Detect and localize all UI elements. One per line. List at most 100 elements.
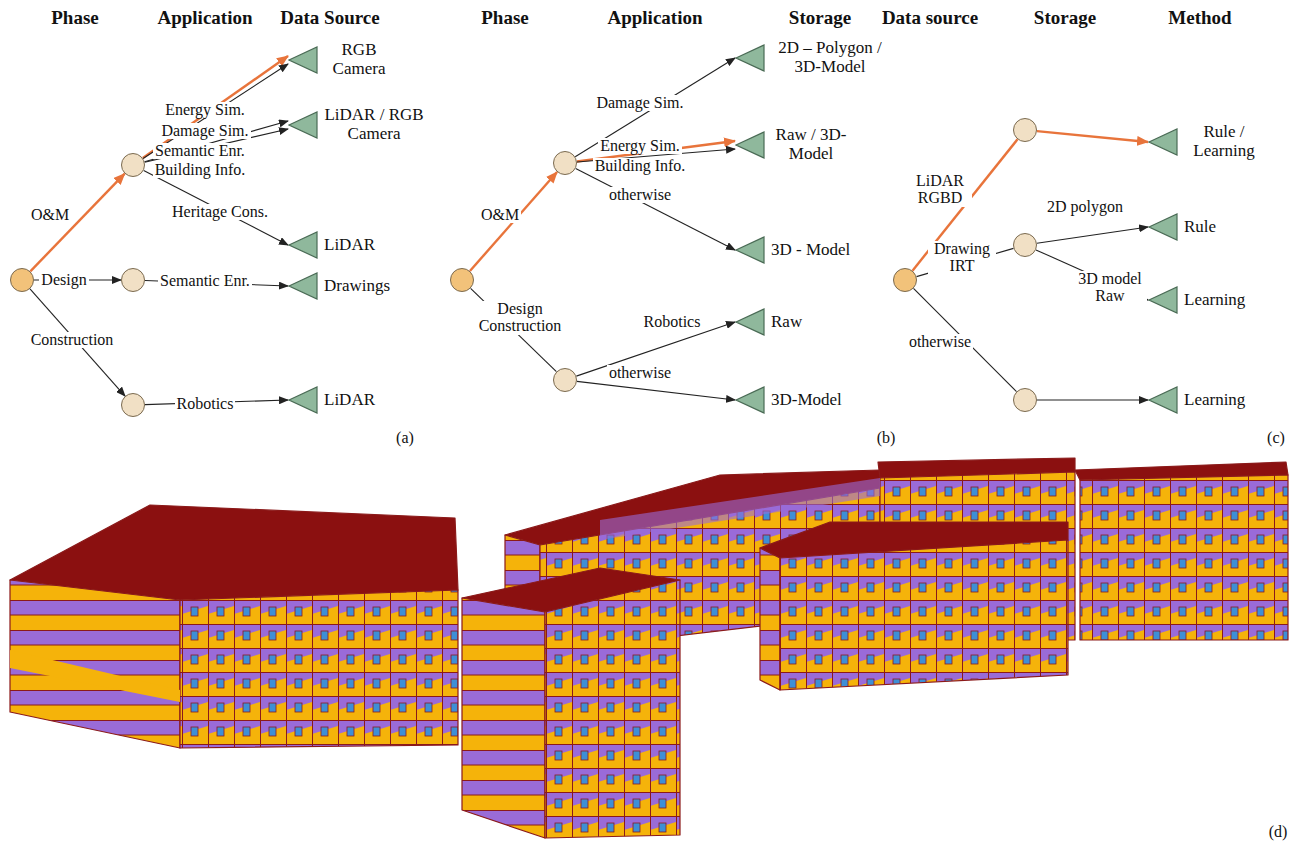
building-face [10, 505, 458, 600]
leaf-label: Raw [771, 313, 802, 332]
leaf-label: 3D - Model [771, 241, 850, 260]
leaf-node: Drawings [288, 272, 390, 300]
decision-node [1013, 388, 1037, 412]
leaf-node: LiDAR / RGB Camera [288, 106, 424, 143]
edge-label: O&M [479, 207, 521, 224]
decision-node [1013, 233, 1037, 257]
building-face [760, 548, 780, 690]
leaf-triangle [288, 111, 318, 139]
leaf-triangle-shape [289, 273, 317, 299]
edge-label: Design Construction [468, 301, 572, 335]
leaf-triangle [735, 131, 765, 159]
building-face [462, 598, 545, 838]
column-header: Data Source [280, 7, 379, 29]
leaf-triangle-shape [736, 132, 764, 158]
leaf-node: 3D-Model [735, 386, 842, 414]
leaf-label: Raw / 3D-Model [771, 126, 851, 163]
connector [1037, 131, 1148, 142]
connector [1037, 399, 1148, 400]
column-header: Application [157, 7, 252, 29]
decision-node [121, 393, 145, 417]
leaf-label: LiDAR [324, 391, 375, 410]
leaf-triangle [1148, 386, 1178, 414]
connector [577, 381, 735, 400]
decision-node [553, 368, 577, 392]
edge-label: otherwise [607, 365, 673, 382]
leaf-label: LiDAR [324, 236, 375, 255]
edge-label: Building Info. [593, 158, 688, 175]
edge-label: Design [39, 272, 88, 289]
decision-node [450, 268, 474, 292]
edge-label: Semantic Enr. [158, 273, 252, 290]
leaf-triangle [735, 386, 765, 414]
edge-label: Damage Sim. [159, 123, 250, 140]
leaf-triangle [288, 231, 318, 259]
edge-label: Energy Sim. [163, 102, 247, 119]
leaf-triangle [288, 386, 318, 414]
panel-letter: (a) [396, 429, 414, 447]
leaf-triangle [1148, 213, 1178, 241]
leaf-label: Drawings [324, 277, 390, 296]
building-face [545, 580, 680, 838]
connector [575, 58, 735, 157]
leaf-label: 2D – Polygon / 3D-Model [771, 39, 889, 76]
leaf-node: LiDAR [288, 386, 375, 414]
decision-node [10, 268, 34, 292]
leaf-triangle-shape [736, 387, 764, 413]
edge-label: Construction [29, 332, 116, 349]
edge-label: Robotics [642, 314, 703, 331]
edge-label: Semantic Enr. [153, 143, 247, 160]
leaf-label: Learning [1184, 291, 1245, 310]
leaf-label: Rule / Learning [1184, 123, 1264, 160]
edge-label: Building Info. [153, 162, 248, 179]
leaf-node: Learning [1148, 286, 1245, 314]
decision-node [1013, 118, 1037, 142]
leaf-node: Rule [1148, 213, 1216, 241]
leaf-triangle-shape [1149, 129, 1177, 155]
column-header: Phase [481, 7, 529, 29]
edge-label: otherwise [607, 187, 673, 204]
connector [576, 168, 735, 250]
edge-label: LiDAR RGBD [908, 173, 972, 207]
leaf-triangle-shape [289, 47, 317, 73]
leaf-node: 2D – Polygon / 3D-Model [735, 39, 889, 76]
connector [144, 171, 288, 245]
leaf-triangle [735, 44, 765, 72]
panel-letter: (c) [1267, 429, 1285, 447]
leaf-node: 3D - Model [735, 236, 850, 264]
leaf-triangle-shape [289, 232, 317, 258]
leaf-label: RGB Camera [324, 41, 394, 78]
edge-label: Energy Sim. [598, 138, 682, 155]
leaf-label: Learning [1184, 391, 1245, 410]
leaf-triangle-shape [1149, 214, 1177, 240]
column-header: Method [1168, 7, 1231, 29]
panel-letter: (d) [1269, 823, 1288, 841]
leaf-label: Rule [1184, 218, 1216, 237]
leaf-node: Raw [735, 308, 802, 336]
building-face [180, 590, 458, 748]
building-face [10, 650, 180, 702]
building-face [1080, 475, 1288, 640]
connector [470, 172, 557, 271]
edge-label: Heritage Cons. [170, 204, 270, 221]
leaf-node: RGB Camera [288, 41, 394, 78]
building-face [10, 580, 180, 748]
leaf-triangle-shape [736, 237, 764, 263]
leaf-triangle-shape [736, 45, 764, 71]
leaf-label: LiDAR / RGB Camera [324, 106, 424, 143]
leaf-triangle-shape [289, 112, 317, 138]
leaf-node: Raw / 3D-Model [735, 126, 851, 163]
leaf-triangle [1148, 128, 1178, 156]
column-header: Data source [882, 7, 978, 29]
leaf-triangle-shape [1149, 387, 1177, 413]
column-header: Storage [789, 7, 851, 29]
edge-label: O&M [29, 207, 71, 224]
decision-node [553, 151, 577, 175]
column-header: Storage [1034, 7, 1096, 29]
leaf-triangle [288, 272, 318, 300]
leaf-triangle [1148, 286, 1178, 314]
leaf-triangle-shape [736, 309, 764, 335]
edge-label: Drawing IRT [928, 241, 996, 275]
leaf-node: Learning [1148, 386, 1245, 414]
edge-label: Damage Sim. [594, 95, 685, 112]
